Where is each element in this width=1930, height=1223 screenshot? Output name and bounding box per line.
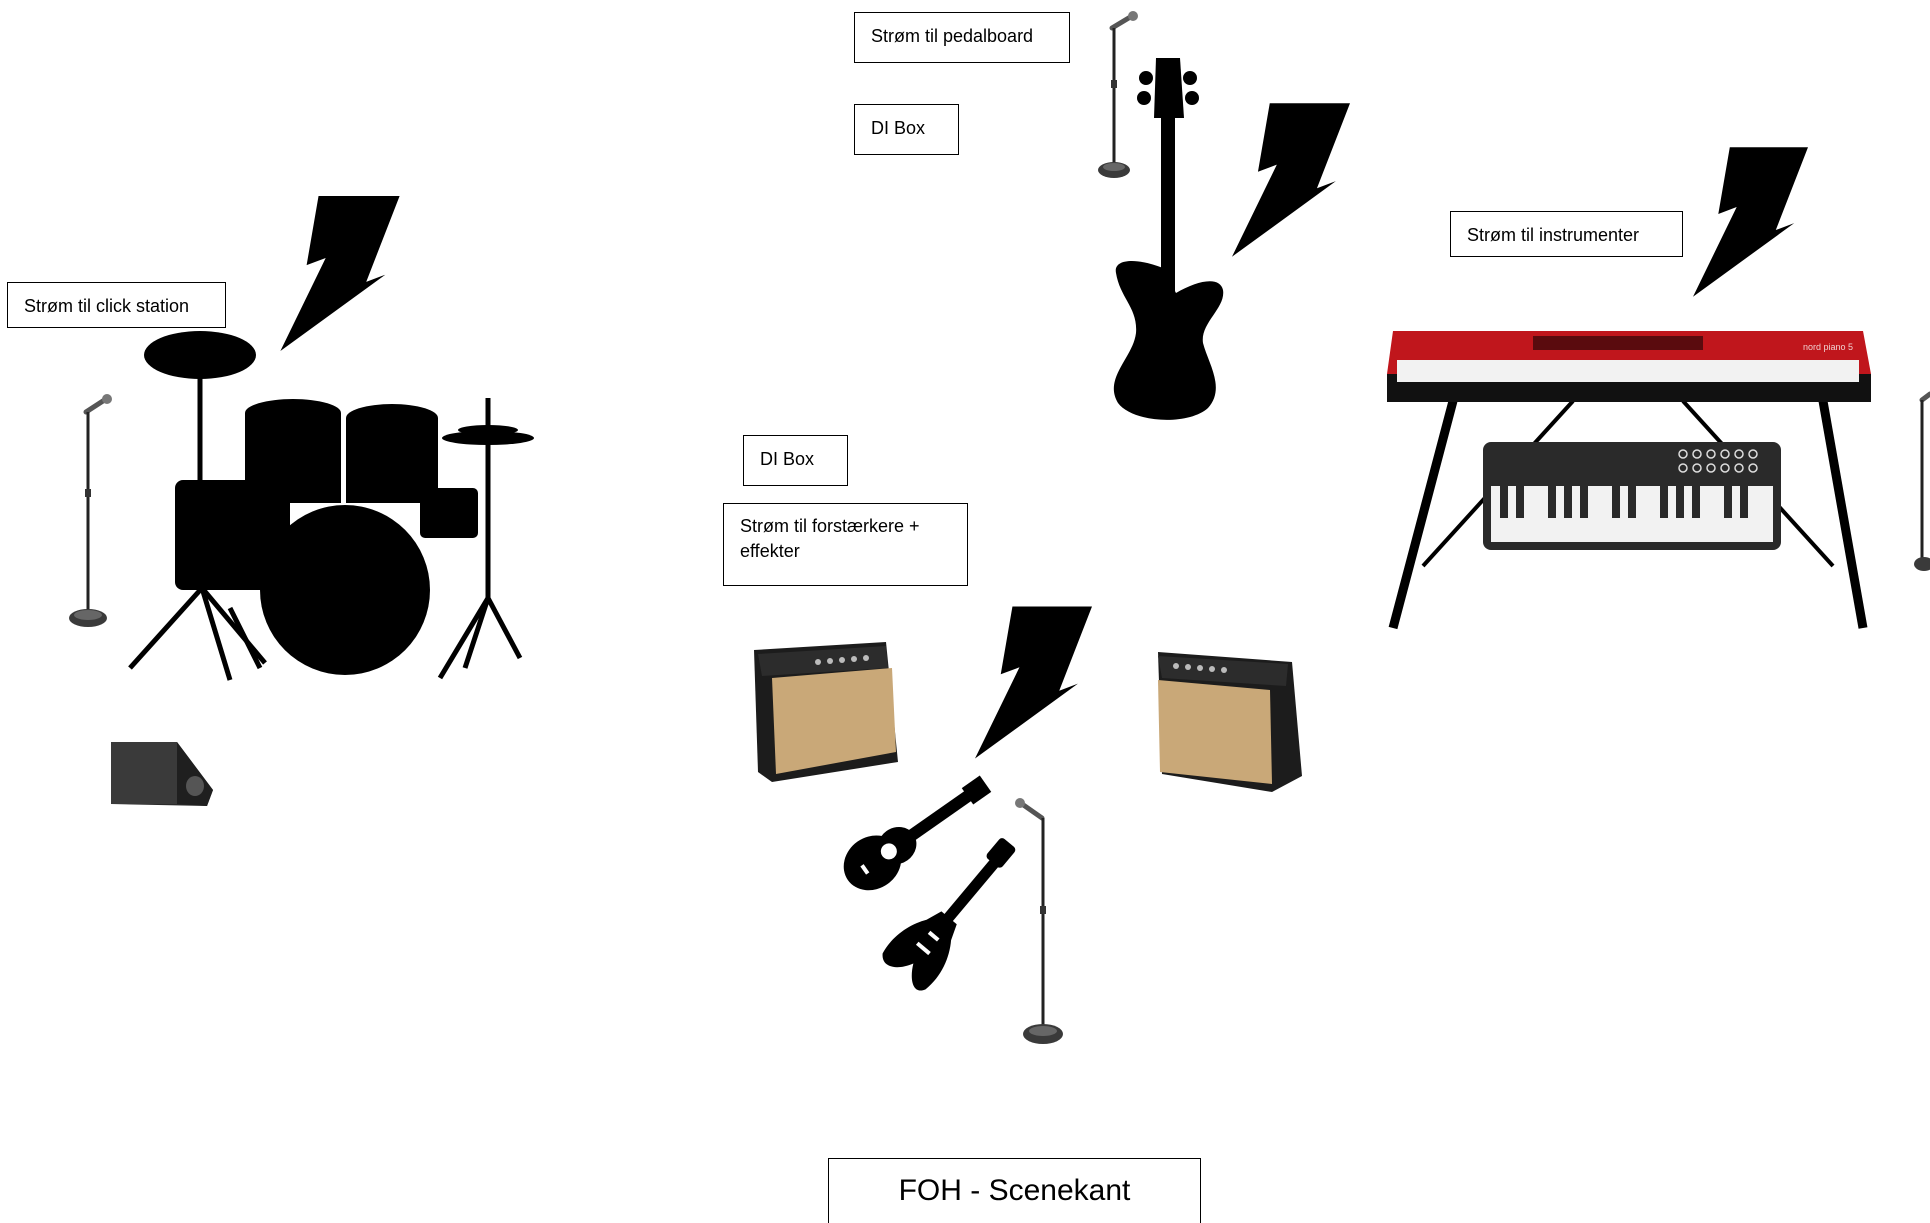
power-bolt-icon-amps — [975, 606, 1092, 759]
power-bolt-icon-keys — [1693, 146, 1808, 298]
electric-guitar-icon — [872, 844, 1020, 1002]
bass-guitar-icon — [1108, 58, 1228, 423]
microphone-stand-icon-drums — [66, 394, 116, 632]
guitar-di-box-label: DI Box — [743, 435, 848, 486]
guitar-amp-icon-right — [1152, 644, 1304, 794]
amps-effects-power-label: Strøm til forstærkere + effekter — [723, 503, 968, 586]
keyboard-brand-text: nord piano 5 — [1803, 342, 1853, 352]
power-bolt-icon-bass — [1232, 103, 1350, 257]
click-station-power-label: Strøm til click station — [7, 282, 226, 328]
foh-stage-edge-label: FOH - Scenekant — [828, 1158, 1201, 1223]
amps-power-label-line2: effekter — [740, 539, 951, 564]
drum-kit-icon — [120, 328, 540, 688]
amps-power-label-line1: Strøm til forstærkere + — [740, 514, 951, 539]
stage-piano-icon: nord piano 5 — [1383, 326, 1873, 631]
instruments-power-label: Strøm til instrumenter — [1450, 211, 1683, 257]
guitar-amp-icon-left — [748, 632, 898, 782]
microphone-stand-icon-keys — [1912, 392, 1930, 572]
floor-monitor-icon — [105, 738, 217, 810]
bass-di-box-label: DI Box — [854, 104, 959, 155]
pedalboard-power-label: Strøm til pedalboard — [854, 12, 1070, 63]
